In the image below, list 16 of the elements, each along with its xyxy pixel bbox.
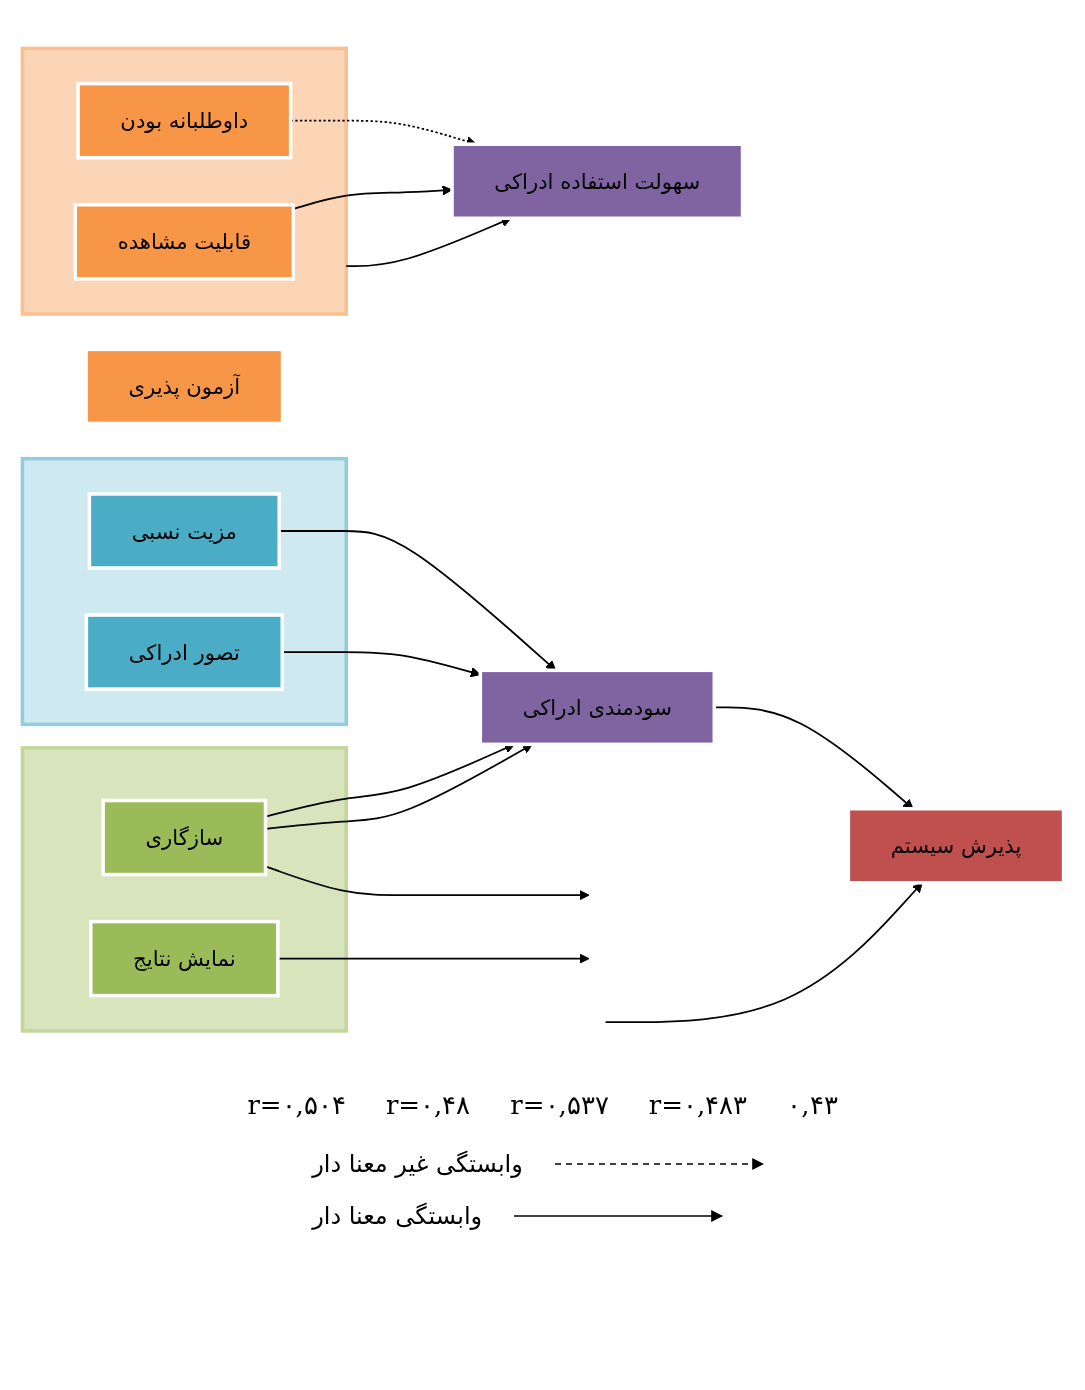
correlation-label: ۰,۴۳ [787, 1090, 838, 1120]
correlation-label: r=۰,۴۸۳ [648, 1090, 748, 1120]
legend-text: وابستگی معنا دار [312, 1202, 483, 1230]
legend-text: وابستگی غیر معنا دار [312, 1150, 523, 1178]
cluster [20, 46, 348, 317]
node-box: داوطلبانه بودن [75, 82, 292, 160]
node-box: نمایش نتایج [88, 920, 280, 998]
cluster [20, 746, 348, 1033]
node-box: قابلیت مشاهده [73, 203, 295, 281]
node-box: مزیت نسبی [87, 492, 281, 571]
node-box: تصور ادراکی [84, 613, 284, 692]
cluster [20, 457, 348, 727]
node-box: سازگاری [100, 799, 267, 877]
correlation-label: r=۰,۴۸ [385, 1090, 471, 1120]
correlation-label: r=۰,۵۳۷ [510, 1090, 609, 1120]
correlation-label: r=۰,۵۰۴ [247, 1090, 346, 1120]
